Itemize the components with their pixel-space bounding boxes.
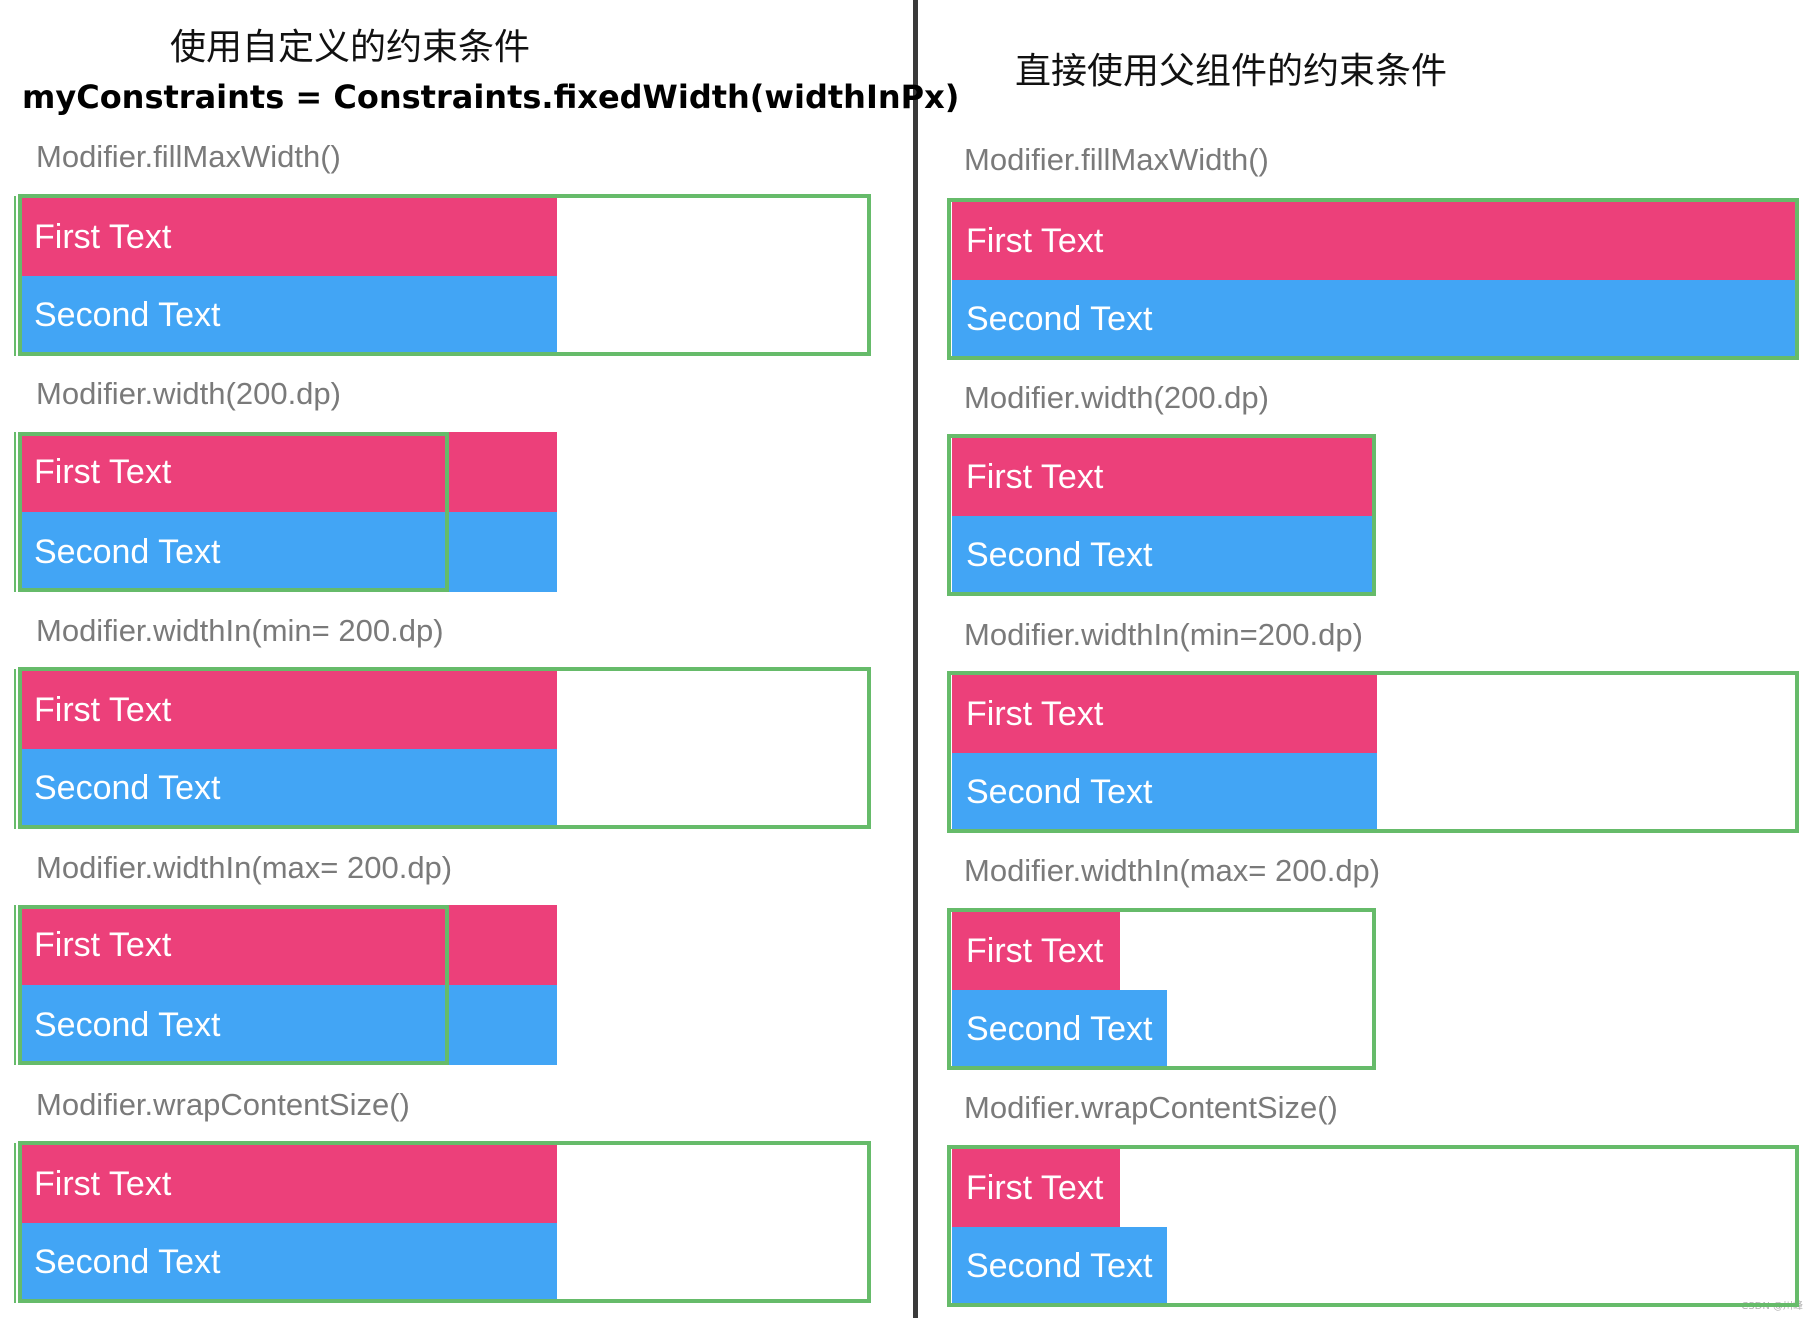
parent-frame: [947, 198, 1799, 360]
right-column-title: 直接使用父组件的约束条件: [1015, 51, 1448, 92]
parent-frame: [947, 1145, 1799, 1307]
second-text: Second Text: [952, 753, 1377, 831]
left-edge-line: [14, 1143, 16, 1303]
second-text: Second Text: [952, 280, 1795, 358]
example-label-width-in-min: Modifier.widthIn(min= 200.dp): [36, 613, 444, 648]
left-edge-line: [14, 196, 16, 356]
parent-frame: [947, 908, 1376, 1070]
first-text: First Text: [20, 432, 557, 512]
first-text: First Text: [952, 912, 1120, 990]
example-label-fill-max-width: Modifier.fillMaxWidth(): [964, 142, 1269, 177]
first-text: First Text: [20, 1145, 557, 1223]
first-text: First Text: [20, 198, 557, 276]
parent-frame: [18, 194, 871, 356]
parent-frame: [947, 671, 1799, 833]
parent-frame: [18, 667, 871, 829]
second-text: Second Text: [20, 1223, 557, 1301]
left-column-subtitle: myConstraints = Constraints.fixedWidth(w…: [22, 78, 960, 116]
second-text: Second Text: [952, 990, 1167, 1068]
first-text: First Text: [952, 675, 1377, 753]
first-text: First Text: [952, 202, 1795, 280]
example-label-wrap-content-size: Modifier.wrapContentSize(): [36, 1087, 410, 1122]
left-column-title: 使用自定义的约束条件: [170, 27, 531, 68]
example-label-width-in-max: Modifier.widthIn(max= 200.dp): [964, 853, 1381, 888]
first-text: First Text: [20, 671, 557, 749]
second-text: Second Text: [20, 985, 557, 1065]
first-text: First Text: [952, 438, 1372, 516]
example-label-width-in-min: Modifier.widthIn(min=200.dp): [964, 617, 1363, 652]
first-text: First Text: [952, 1149, 1120, 1227]
column-divider: [913, 0, 918, 1318]
second-text: Second Text: [20, 276, 557, 354]
second-text: Second Text: [20, 512, 557, 592]
example-label-width-in-max: Modifier.widthIn(max= 200.dp): [36, 850, 453, 885]
example-label-width-200dp: Modifier.width(200.dp): [36, 376, 341, 411]
example-label-fill-max-width: Modifier.fillMaxWidth(): [36, 139, 341, 174]
second-text: Second Text: [952, 516, 1372, 594]
second-text: Second Text: [952, 1227, 1167, 1305]
parent-frame: [18, 905, 449, 1065]
first-text: First Text: [20, 905, 557, 985]
second-text: Second Text: [20, 749, 557, 827]
example-label-width-200dp: Modifier.width(200.dp): [964, 380, 1269, 415]
parent-frame: [18, 1141, 871, 1303]
parent-frame: [947, 434, 1376, 596]
left-edge-line: [14, 669, 16, 829]
left-edge-line: [14, 432, 16, 592]
parent-frame: [18, 432, 449, 592]
example-label-wrap-content-size: Modifier.wrapContentSize(): [964, 1090, 1338, 1125]
left-edge-line: [14, 905, 16, 1065]
